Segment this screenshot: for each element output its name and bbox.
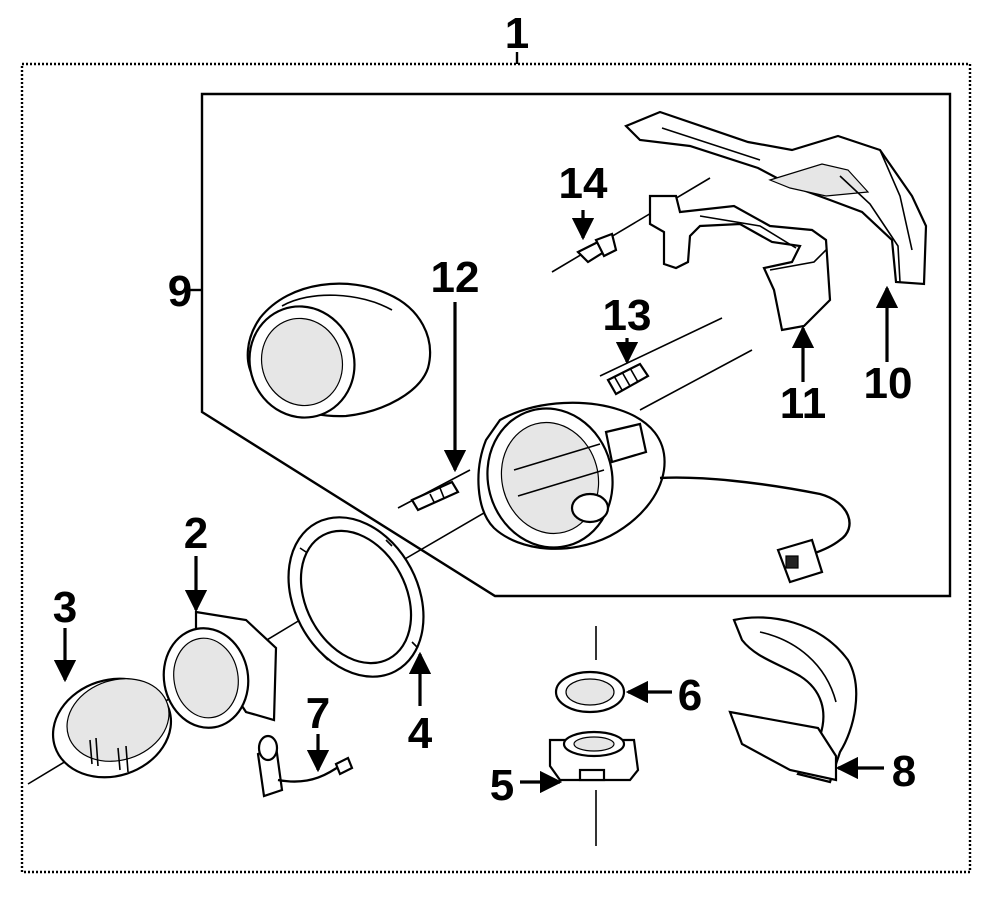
bulb-socket (548, 730, 640, 782)
callout-2: 2 (184, 509, 208, 558)
support-bracket (648, 194, 832, 332)
callout-8: 8 (892, 747, 916, 796)
lamp-housing (477, 401, 851, 584)
retaining-ring (554, 670, 626, 714)
screw (576, 232, 618, 264)
callout-14: 14 (559, 159, 608, 208)
bulb (256, 734, 354, 798)
callout-1: 1 (505, 9, 529, 58)
callout-11: 11 (780, 379, 827, 428)
callout-3: 3 (53, 583, 77, 632)
mounting-bracket (624, 110, 928, 286)
spring (606, 362, 650, 396)
shroud-ring (246, 282, 432, 419)
reflector (162, 610, 278, 729)
callout-labels: 1 2 3 4 5 6 7 8 9 10 11 12 13 14 (53, 9, 916, 810)
lamp-cover (728, 616, 858, 784)
callout-13: 13 (603, 291, 652, 340)
lens (51, 677, 173, 779)
assembly-frame (20, 62, 972, 874)
callout-10: 10 (864, 359, 913, 408)
callout-5: 5 (490, 761, 514, 810)
arrows (53, 210, 899, 794)
adjuster-screw (410, 480, 460, 512)
subassembly-frame (200, 92, 952, 598)
callout-6: 6 (678, 671, 702, 720)
gasket (287, 516, 425, 678)
callout-12: 12 (431, 253, 480, 302)
callout-9: 9 (168, 267, 192, 316)
callout-7: 7 (306, 689, 330, 738)
callout-4: 4 (408, 709, 433, 758)
